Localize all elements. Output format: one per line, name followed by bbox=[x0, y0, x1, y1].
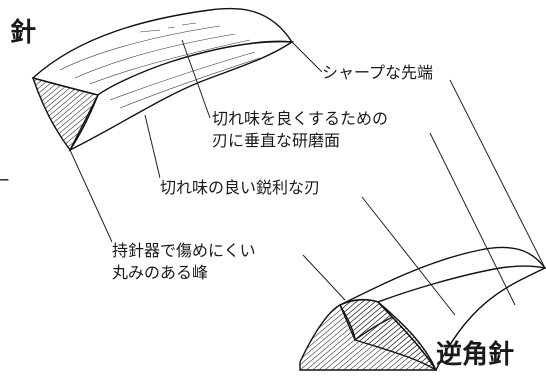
bottom-needle-outline bbox=[299, 298, 438, 371]
label-sharp-edge: 切れ味の良い鋭利な刃 bbox=[160, 177, 321, 198]
label-rounded-back-line1: 持針器で傷めにくい bbox=[112, 240, 256, 261]
label-rounded-back-line2: 丸みのある峰 bbox=[112, 262, 209, 283]
label-grinding-face-line1: 切れ味を良くするための bbox=[212, 108, 389, 129]
leader-lines bbox=[69, 39, 546, 316]
top-needle-heading: 針 bbox=[10, 18, 37, 48]
top-needle-shading bbox=[59, 22, 261, 109]
label-sharp-tip: シャープな先端 bbox=[322, 62, 434, 83]
label-grinding-face-line2: 刃に垂直な研磨面 bbox=[212, 130, 341, 151]
edge-fragment-text: ー bbox=[0, 170, 11, 191]
bottom-needle-heading: 逆角針 bbox=[436, 340, 515, 370]
top-needle-body bbox=[31, 7, 295, 152]
